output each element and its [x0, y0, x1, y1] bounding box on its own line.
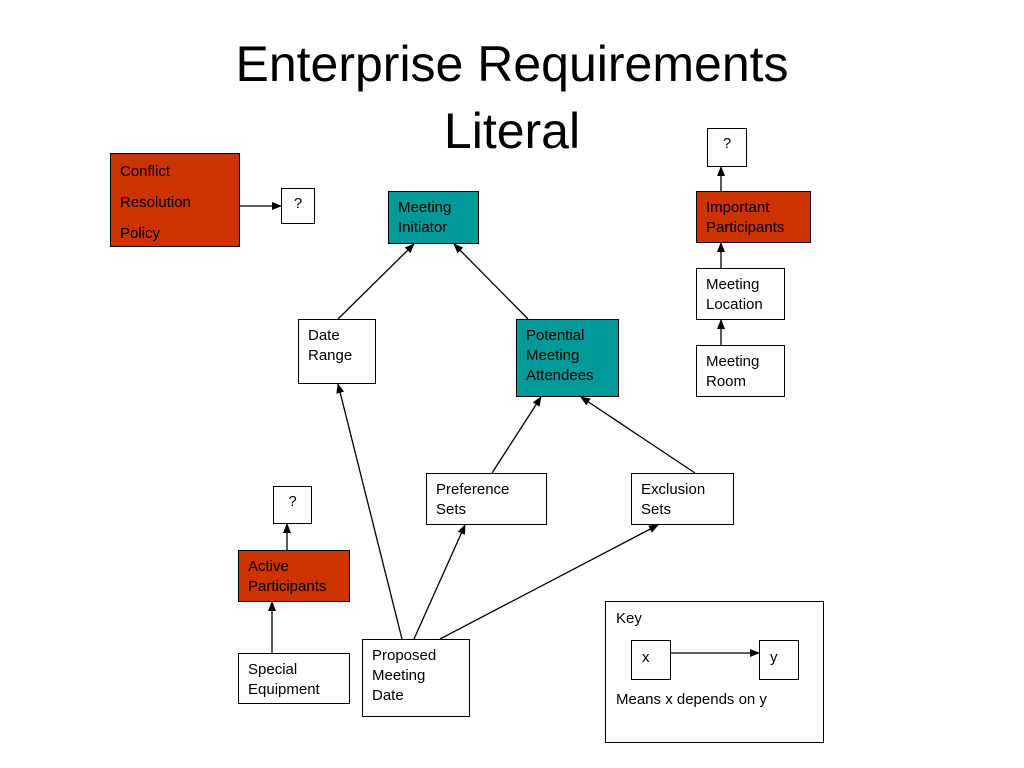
- legend-description: Means x depends on y: [616, 691, 767, 708]
- node-preference-sets: Preference Sets: [426, 473, 547, 525]
- node-text-line: Date: [308, 327, 340, 344]
- node-text-line: ?: [288, 493, 297, 510]
- node-text-line: Attendees: [526, 367, 594, 384]
- node-text-line: ?: [722, 135, 732, 152]
- node-text-line: Conflict: [120, 163, 171, 180]
- node-text-line: Sets: [436, 501, 467, 518]
- node-text-line: Meeting: [372, 667, 426, 684]
- node-conflict-unknown: ?: [281, 188, 315, 224]
- node-text-line: Proposed: [372, 647, 437, 664]
- legend-y-label: y: [770, 649, 778, 666]
- node-text-line: Preference: [436, 481, 510, 498]
- node-conflict-resolution-policy: Conflict Resolution Policy: [110, 153, 240, 247]
- legend-x-box: x: [631, 640, 671, 680]
- node-text-line: Range: [308, 347, 353, 364]
- node-text-line: Meeting: [706, 276, 760, 293]
- node-text-line: Participants: [706, 219, 785, 236]
- node-text-line: Initiator: [398, 219, 448, 236]
- node-text-line: Room: [706, 373, 747, 390]
- node-special-equipment: Special Equipment: [238, 653, 350, 704]
- node-text-line: Meeting: [526, 347, 580, 364]
- node-text-line: Equipment: [248, 681, 320, 698]
- node-text-line: Meeting: [706, 353, 760, 370]
- node-text-line: Location: [706, 296, 763, 313]
- arrow-proposed-to-exclusion: [439, 524, 659, 640]
- node-text-line: Meeting: [398, 199, 452, 216]
- node-text-line: Policy: [120, 225, 161, 242]
- node-proposed-meeting-date: Proposed Meeting Date: [362, 639, 470, 717]
- node-text-line: Special: [248, 661, 298, 678]
- node-active-participants: Active Participants: [238, 550, 350, 602]
- legend-x-label: x: [642, 649, 650, 666]
- node-text-line: Resolution: [120, 194, 191, 211]
- arrow-daterange-to-initiator: [337, 243, 415, 320]
- node-active-unknown: ?: [273, 486, 312, 524]
- node-exclusion-sets: Exclusion Sets: [631, 473, 734, 525]
- node-important-unknown: ?: [707, 128, 747, 167]
- node-potential-meeting-attendees: Potential Meeting Attendees: [516, 319, 619, 397]
- node-text-line: ?: [293, 195, 303, 212]
- node-text-line: Exclusion: [641, 481, 706, 498]
- legend-title: Key: [616, 610, 642, 627]
- node-meeting-room: Meeting Room: [696, 345, 785, 397]
- node-important-participants: Important Participants: [696, 191, 811, 243]
- node-text-line: Potential: [526, 327, 585, 344]
- legend-arrow: [671, 649, 760, 657]
- arrow-proposed-to-preference: [413, 524, 466, 640]
- node-meeting-initiator: Meeting Initiator: [388, 191, 479, 244]
- node-text-line: Active: [248, 558, 289, 575]
- node-text-line: Date: [372, 687, 404, 704]
- diagram-title-line-2: Literal: [443, 103, 581, 159]
- node-text-line: Sets: [641, 501, 672, 518]
- arrow-proposed-to-daterange: [336, 383, 403, 640]
- node-meeting-location: Meeting Location: [696, 268, 785, 320]
- arrow-exclusion-to-attendees: [580, 396, 696, 474]
- legend-key: Key x y Means x depends on y: [605, 601, 824, 743]
- node-text-line: Important: [706, 199, 770, 216]
- arrow-preference-to-attendees: [491, 396, 542, 474]
- diagram-title-line-1: Enterprise Requirements: [235, 36, 789, 92]
- arrow-attendees-to-initiator: [453, 243, 529, 320]
- legend-y-box: y: [759, 640, 799, 680]
- node-date-range: Date Range: [298, 319, 376, 384]
- node-text-line: Participants: [248, 578, 327, 595]
